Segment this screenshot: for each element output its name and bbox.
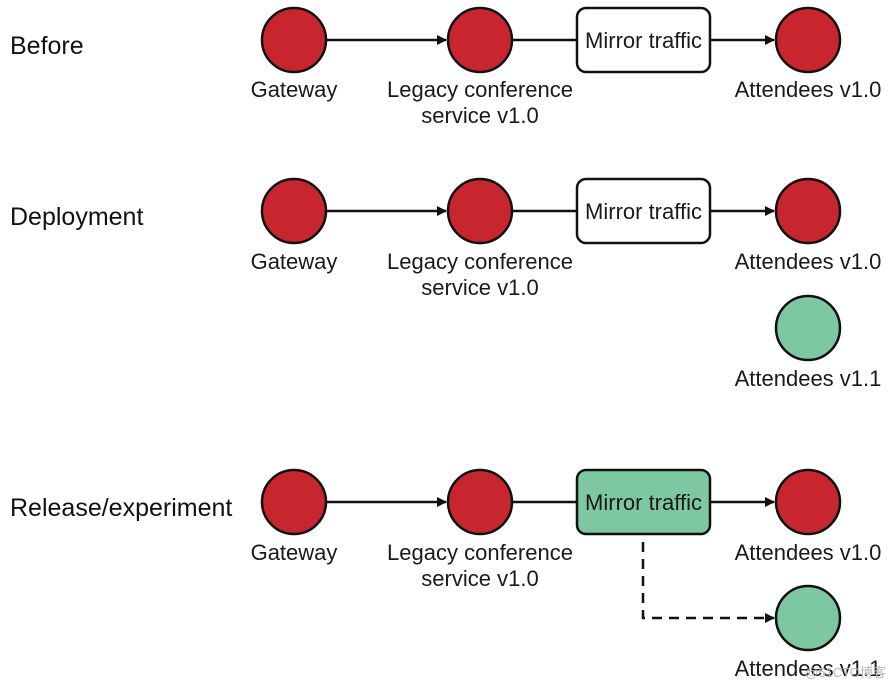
attendees-v10-label: Attendees v1.0 [735,540,882,565]
gateway-node [260,6,328,74]
legacy-label-line1: Legacy conference [387,77,573,102]
mirror-traffic-label: Mirror traffic [585,28,702,53]
legacy-label-line2: service v1.0 [421,275,538,300]
edge-mirror-to-attendees-v11-dashed [641,542,775,623]
attendees-v11-node [774,294,842,362]
legacy-label-line2: service v1.0 [421,566,538,591]
attendees-v10-label: Attendees v1.0 [735,77,882,102]
stage-release-experiment: Release/experiment Gateway Legacy confer… [10,468,882,681]
mirror-traffic-box [575,177,712,245]
legacy-label-line1: Legacy conference [387,249,573,274]
stage-deployment: Deployment Gateway Legacy conference ser… [10,177,882,391]
gateway-label: Gateway [251,249,338,274]
gateway-node [260,468,328,536]
mirror-traffic-label: Mirror traffic [585,490,702,515]
mirror-traffic-box [575,6,712,74]
attendees-v10-label: Attendees v1.0 [735,249,882,274]
attendees-v11-node [774,584,842,652]
legacy-label-line2: service v1.0 [421,103,538,128]
watermark: @51CTO博客 [805,665,886,680]
attendees-v10-node [774,6,842,74]
stage-before: Before Gateway Legacy conference service… [10,6,882,128]
gateway-label: Gateway [251,77,338,102]
legacy-service-node [446,177,514,245]
stage-label-deployment: Deployment [10,203,143,231]
attendees-v11-label: Attendees v1.1 [735,656,882,681]
legacy-service-node [446,6,514,74]
legacy-service-node [446,468,514,536]
stage-label-before: Before [10,32,84,60]
legacy-label-line1: Legacy conference [387,540,573,565]
mirror-traffic-box-active [575,468,712,536]
gateway-label: Gateway [251,540,338,565]
gateway-node [260,177,328,245]
stage-label-release: Release/experiment [10,494,232,522]
attendees-v10-node [774,177,842,245]
attendees-v10-node [774,468,842,536]
attendees-v11-label: Attendees v1.1 [735,366,882,391]
mirror-traffic-label: Mirror traffic [585,199,702,224]
